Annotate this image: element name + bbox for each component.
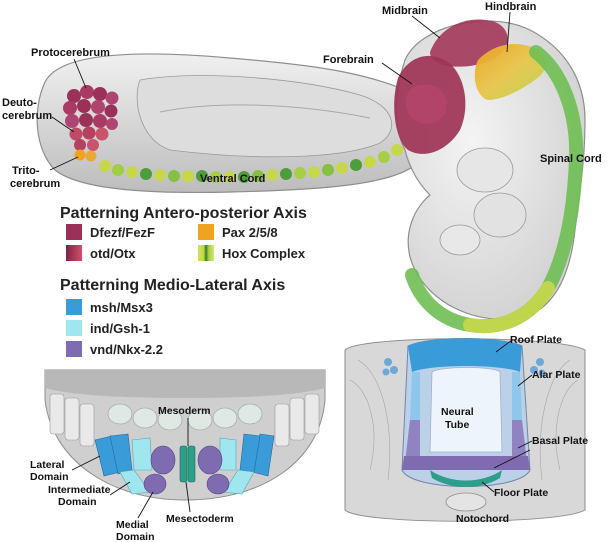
label-deutocerebrum-2: cerebrum	[2, 110, 52, 122]
ap-legend: Patterning Antero-posterior Axis Dfezf/F…	[60, 205, 307, 261]
leader-basal-plate	[517, 440, 533, 449]
label-alar-plate: Alar Plate	[532, 369, 581, 381]
leader-hindbrain	[506, 11, 511, 53]
swatch-msh	[66, 299, 82, 315]
label-basal-plate: Basal Plate	[532, 435, 588, 447]
neural-tube-section: Roof Plate Alar Plate Neural Tube Basal …	[344, 334, 588, 525]
leader-floor-plate	[481, 481, 495, 493]
label-spinal-cord: Spinal Cord	[540, 153, 602, 165]
legend-hox: Hox Complex	[222, 246, 306, 261]
ap-legend-title: Patterning Antero-posterior Axis	[60, 205, 307, 222]
insect-section-ectoderm	[49, 393, 320, 447]
hindbrain-region	[474, 44, 546, 100]
label-mesectoderm: Mesectoderm	[166, 513, 234, 525]
optic-vesicle	[405, 84, 447, 124]
label-intermediate-1: Intermediate	[48, 484, 111, 496]
label-mesoderm: Mesoderm	[158, 405, 211, 417]
ml-legend-title: Patterning Medio-Lateral Axis	[60, 277, 285, 294]
label-medial-2: Domain	[116, 531, 155, 542]
label-lateral-2: Domain	[30, 471, 69, 483]
medial-domain-cells	[143, 445, 230, 495]
ventral-band	[402, 456, 530, 470]
legend-msh: msh/Msx3	[90, 300, 153, 315]
spinal-cord-tail	[463, 281, 555, 333]
insect-embryo-groove	[159, 104, 371, 119]
label-intermediate-2: Domain	[58, 496, 97, 508]
alar-plate-region-right	[512, 372, 522, 420]
legend-dfezf: Dfezf/FezF	[90, 225, 155, 240]
mesectoderm-cells	[179, 445, 196, 483]
label-ventral-cord: Ventral Cord	[200, 173, 265, 185]
spinal-cord-region	[405, 45, 584, 333]
ml-legend: Patterning Medio-Lateral Axis msh/Msx3 i…	[60, 277, 285, 357]
alar-plate-region-left	[410, 372, 420, 420]
label-notochord: Notochord	[456, 513, 509, 525]
leader-deutocerebrum	[51, 116, 75, 133]
label-deutocerebrum-1: Deuto-	[2, 97, 37, 109]
label-hindbrain: Hindbrain	[485, 1, 537, 13]
insect-section-mesoderm-bg	[45, 370, 325, 398]
leader-protocerebrum	[73, 58, 87, 89]
insect-embryo: Protocerebrum Deuto- cerebrum Trito- cer…	[2, 47, 430, 194]
floor-plate-region	[430, 470, 502, 487]
legend-otd: otd/Otx	[90, 246, 136, 261]
label-roof-plate: Roof Plate	[510, 334, 562, 346]
label-tritocerebrum-1: Trito-	[12, 165, 40, 177]
branchial-arch	[456, 147, 514, 193]
swatch-vnd	[66, 341, 82, 357]
leader-basal-plate-2	[493, 449, 531, 469]
label-neural-1: Neural	[441, 406, 474, 418]
label-forebrain: Forebrain	[323, 54, 374, 66]
limb-bud	[439, 224, 481, 256]
neural-section-mesenchyme	[349, 359, 579, 481]
lateral-domain-cells	[94, 433, 275, 477]
legend-ind: ind/Gsh-1	[90, 321, 150, 336]
leader-intermediate	[109, 481, 131, 496]
label-medial-1: Medial	[116, 519, 149, 531]
swatch-pax	[198, 224, 214, 240]
swatch-otd	[66, 245, 82, 261]
legend-pax: Pax 2/5/8	[222, 225, 278, 240]
leader-roof-plate	[495, 339, 513, 353]
heart-bulge	[473, 192, 527, 238]
vertebrate-embryo: Midbrain Hindbrain Forebrain Spinal Cord	[323, 1, 602, 333]
swatch-ind	[66, 320, 82, 336]
neural-crest-cells	[382, 358, 546, 377]
notochord	[445, 492, 487, 512]
leader-tritocerebrum	[49, 156, 79, 171]
leader-alar-plate	[517, 374, 533, 387]
intermediate-domain-cells	[119, 437, 255, 495]
label-neural-2: Tube	[445, 419, 469, 431]
roof-plate-region	[408, 338, 522, 372]
insect-cross-section: Mesoderm Lateral Domain Intermediate Dom…	[30, 369, 326, 542]
legend-vnd: vnd/Nkx-2.2	[90, 342, 163, 357]
label-midbrain: Midbrain	[382, 5, 428, 17]
swatch-hox	[198, 245, 214, 261]
leader-medial	[137, 491, 154, 519]
label-lateral-1: Lateral	[30, 459, 65, 471]
protocerebrum-cells	[63, 85, 119, 130]
neural-tube-lumen	[429, 367, 503, 453]
leader-mesectoderm	[185, 481, 191, 513]
leader-midbrain	[411, 15, 441, 39]
insect-embryo-inner-fold	[136, 75, 393, 158]
label-floor-plate: Floor Plate	[494, 487, 548, 499]
swatch-dfezf	[66, 224, 82, 240]
label-protocerebrum: Protocerebrum	[31, 47, 110, 59]
leader-forebrain	[381, 62, 413, 85]
leader-lateral	[71, 455, 101, 471]
label-tritocerebrum-2: cerebrum	[10, 178, 60, 190]
